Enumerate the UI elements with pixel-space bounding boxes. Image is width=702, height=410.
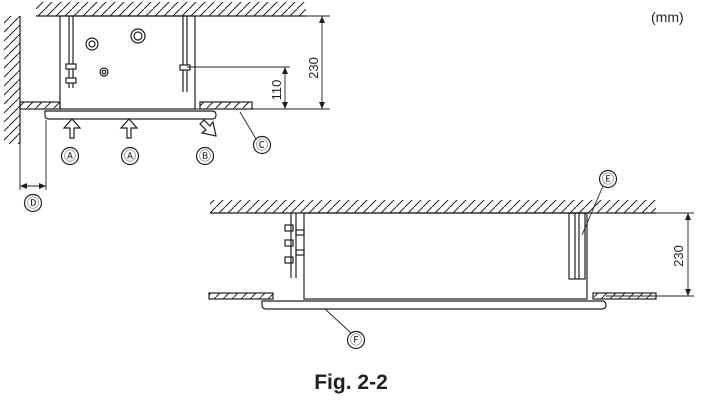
grille-panel-2 [261,300,607,310]
hanger-bolt-right [179,16,191,92]
marker-e: Ⓔ [602,172,614,186]
marker-f: Ⓕ [350,333,362,347]
hanger-bracket-right [568,212,586,280]
marker-d: Ⓓ [27,196,39,210]
intake-arrow-2 [119,118,139,139]
intake-arrow-1 [62,118,82,139]
unit-body-2 [303,212,588,300]
bottom-view [208,169,694,350]
dimension-230-bottom: 230 [671,245,686,267]
marker-c: Ⓒ [256,138,268,152]
dimension-230-top: 230 [306,57,321,79]
grille-panel [44,110,217,120]
dimension-lines-bottom [587,212,694,297]
hanger-bolt-left-2 [284,213,305,278]
units-label: (mm) [651,9,684,25]
marker-b: Ⓑ [199,149,211,163]
top-view [4,2,330,213]
dimension-110-top: 110 [269,80,284,101]
pipe-ports [85,28,146,77]
ceiling-slab-bottom-view [210,200,656,214]
figure-caption: Fig. 2-2 [314,371,388,394]
side-wall [4,16,21,144]
marker-a-1: Ⓐ [64,149,76,163]
leader-f [324,308,352,334]
ceiling-board-left-2 [208,292,274,300]
marker-a-2: Ⓐ [124,149,136,163]
outlet-arrow [199,119,217,137]
ceiling-board-right [199,101,253,110]
leader-c [239,111,257,140]
leader-e [581,185,604,236]
ceiling-slab [36,2,306,17]
unit-body [59,15,196,110]
ceiling-board-left [19,101,61,110]
hanger-bolt-left [65,16,77,88]
